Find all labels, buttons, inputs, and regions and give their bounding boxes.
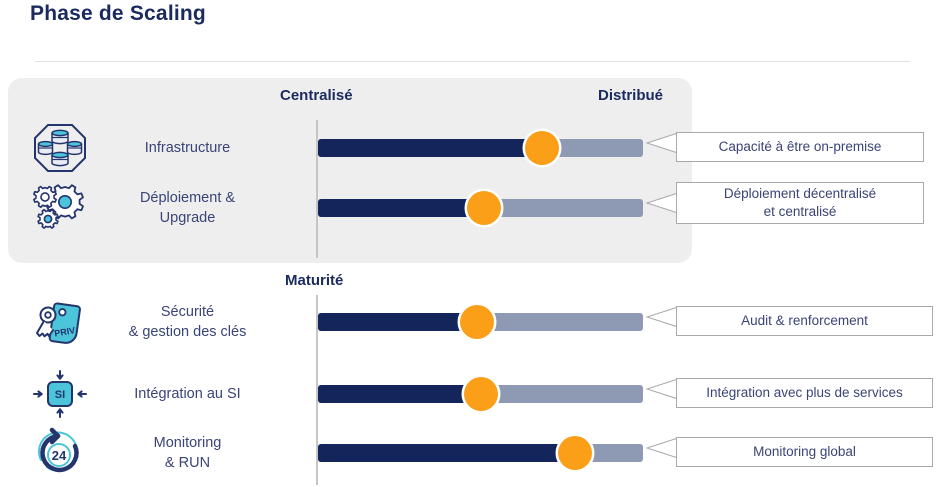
scaling-group-top-panel [8,78,692,263]
callout-monitoring: Monitoring global [676,437,933,467]
callout-pointer [645,378,679,400]
slider-infrastructure[interactable] [318,131,643,165]
row-label-deploiement: Déploiement & Upgrade [139,190,236,226]
slider-fill [318,313,478,331]
svg-text:PRIV: PRIV [54,325,76,338]
svg-text:24: 24 [52,448,67,463]
monitoring-24-icon: 24 [26,423,94,483]
slider-fill [318,444,575,462]
slider-knob[interactable] [466,191,501,225]
row-label-monitoring: Monitoring & RUN [153,435,222,471]
scaling-row-deploiement: Déploiement & Upgrade Déploiement décent… [0,178,943,238]
slider-knob[interactable] [557,436,592,470]
header-divider [35,61,910,62]
scale-caption-maturite: Maturité [285,272,344,289]
callout-infrastructure: Capacité à être on-premise [676,132,924,162]
callout-integration: Intégration avec plus de services [676,378,933,408]
callout-deploiement: Déploiement décentralisé et centralisé [676,182,924,224]
scale-caption-distribue: Distribué [598,87,664,104]
slider-deploiement[interactable] [318,191,643,225]
key-priv-tag-icon: PRIV [26,292,94,352]
slider-integration[interactable] [318,377,643,411]
callout-pointer [645,132,679,154]
gears-icon [26,178,94,238]
scaling-row-securite: PRIV Sécurité & gestion des clés Audit &… [0,292,943,352]
slider-fill [318,199,484,217]
row-label-infrastructure: Infrastructure [144,140,231,156]
page-title: Phase de Scaling [30,2,206,25]
scaling-row-monitoring: 24 Monitoring & RUN Monitoring global [0,423,943,483]
database-cluster-icon [26,118,94,178]
scale-caption-centralise: Centralisé [280,87,353,104]
callout-pointer [645,192,679,214]
si-integration-icon: SI [26,364,94,424]
axis-line-bottom [316,295,318,485]
callout-pointer [645,306,679,328]
slider-knob[interactable] [460,305,495,339]
svg-text:SI: SI [55,389,65,401]
callout-securite: Audit & renforcement [676,306,933,336]
slider-knob[interactable] [463,377,498,411]
row-label-integration: Intégration au SI [134,386,241,402]
row-label-securite: Sécurité & gestion des clés [128,304,247,340]
slider-monitoring[interactable] [318,436,643,470]
axis-line-top [316,120,318,258]
slider-fill [318,139,543,157]
slider-knob[interactable] [525,131,560,165]
scaling-row-infrastructure: Infrastructure Capacité à être on-premis… [0,118,943,178]
slider-securite[interactable] [318,305,643,339]
scaling-row-integration: SI Intégration au SI Intégration avec pl… [0,364,943,424]
callout-pointer [645,437,679,459]
slider-fill [318,385,481,403]
